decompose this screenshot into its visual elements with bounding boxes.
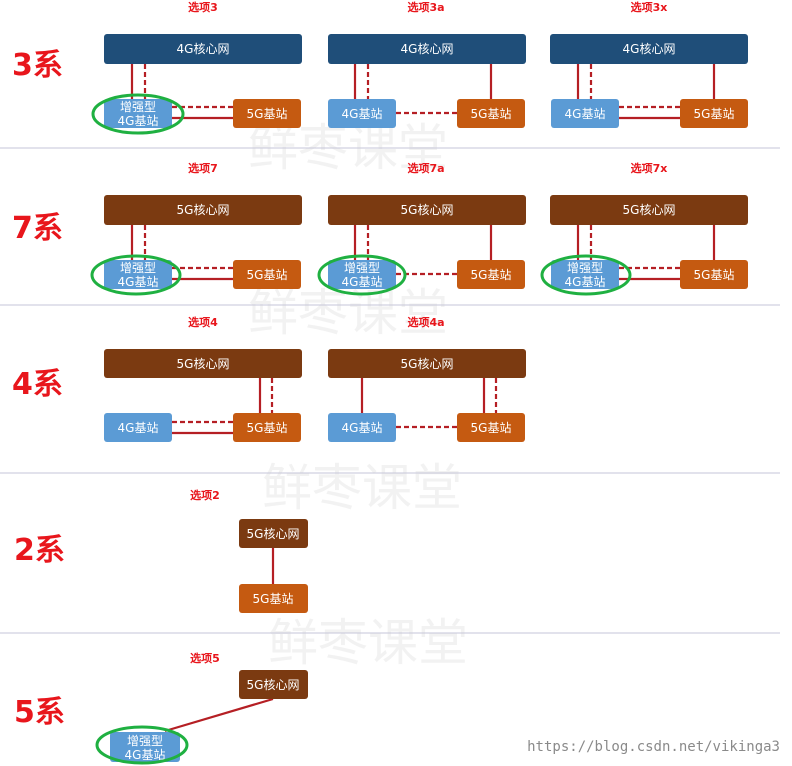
series-label-2: 2系	[14, 533, 65, 568]
station-label: 5G基站	[247, 268, 288, 282]
station-label: 4G基站	[342, 107, 383, 121]
station-5g	[457, 260, 525, 289]
enhanced-label: 4G基站	[342, 275, 383, 289]
enhanced-4g-station	[104, 260, 172, 289]
option-7-diagram: 5G核心网 增强型 4G基站 5G基站	[90, 195, 302, 296]
station-5g	[457, 413, 525, 442]
station-5g	[233, 413, 301, 442]
station-5g	[233, 260, 301, 289]
core-network-4g	[104, 34, 302, 64]
watermark: 鲜枣课堂	[268, 614, 468, 672]
core-network-label: 5G核心网	[247, 678, 300, 692]
option-label-3: 选项3	[188, 0, 218, 14]
enhanced-4g-station	[110, 732, 180, 762]
station-label: 5G基站	[694, 268, 735, 282]
core-network-label: 4G核心网	[401, 42, 454, 56]
enhanced-label: 4G基站	[565, 275, 606, 289]
user-plane-link	[164, 697, 274, 733]
core-network-4g	[328, 34, 526, 64]
option-5-diagram: 5G核心网 增强型 4G基站	[95, 670, 308, 765]
station-5g	[680, 99, 748, 128]
enhanced-4g-station	[104, 99, 172, 128]
enhanced-highlight-ring	[90, 254, 182, 296]
station-5g	[233, 99, 301, 128]
option-label-7x: 选项7x	[631, 161, 668, 175]
option-3x-diagram: 4G核心网 4G基站 5G基站	[550, 34, 748, 128]
option-4a-diagram: 5G核心网 4G基站 5G基站	[328, 349, 526, 442]
core-network-5g	[104, 349, 302, 378]
station-5g	[457, 99, 525, 128]
station-label: 5G基站	[247, 421, 288, 435]
series-label-3: 3系	[12, 48, 63, 83]
station-label: 5G基站	[253, 592, 294, 606]
enhanced-label: 增强型	[567, 261, 603, 275]
enhanced-highlight-ring	[95, 725, 189, 765]
station-label: 5G基站	[471, 268, 512, 282]
source-credit: https://blog.csdn.net/vikinga3	[527, 739, 780, 755]
station-label: 5G基站	[471, 107, 512, 121]
enhanced-label: 4G基站	[125, 748, 166, 762]
option-label-7: 选项7	[188, 161, 218, 175]
option-label-3a: 选项3a	[407, 0, 444, 14]
station-label: 5G基站	[694, 107, 735, 121]
core-network-label: 5G核心网	[177, 357, 230, 371]
station-4g	[328, 99, 396, 128]
option-label-5: 选项5	[190, 651, 220, 665]
core-network-5g	[239, 519, 308, 548]
core-network-5g	[239, 670, 308, 699]
station-label: 4G基站	[342, 421, 383, 435]
option-3-diagram: 4G核心网 增强型 4G基站 5G基站	[91, 34, 302, 135]
option-7a-diagram: 5G核心网 增强型 4G基站 5G基站	[317, 195, 526, 296]
enhanced-highlight-ring	[540, 254, 632, 296]
core-network-label: 5G核心网	[401, 357, 454, 371]
enhanced-highlight-ring	[317, 254, 407, 296]
enhanced-label: 4G基站	[118, 114, 159, 128]
core-network-label: 5G核心网	[247, 527, 300, 541]
enhanced-4g-station	[328, 260, 396, 289]
station-label: 5G基站	[471, 421, 512, 435]
station-label: 4G基站	[565, 107, 606, 121]
core-network-5g	[104, 195, 302, 225]
station-label: 5G基站	[247, 107, 288, 121]
option-label-7a: 选项7a	[407, 161, 444, 175]
station-label: 4G基站	[118, 421, 159, 435]
core-network-label: 5G核心网	[177, 203, 230, 217]
enhanced-label: 增强型	[344, 261, 380, 275]
enhanced-label: 增强型	[127, 734, 163, 748]
option-label-4a: 选项4a	[407, 315, 444, 329]
core-network-5g	[328, 349, 526, 378]
core-network-label: 5G核心网	[401, 203, 454, 217]
core-network-5g	[328, 195, 526, 225]
station-4g	[104, 413, 172, 442]
option-2-diagram: 5G核心网 5G基站	[239, 519, 308, 613]
watermark: 鲜枣课堂	[262, 459, 462, 517]
station-5g	[239, 584, 308, 613]
enhanced-label: 增强型	[120, 261, 156, 275]
option-3a-diagram: 4G核心网 4G基站 5G基站	[328, 34, 526, 128]
station-5g	[680, 260, 748, 289]
option-label-4: 选项4	[188, 315, 218, 329]
station-4g	[328, 413, 396, 442]
option-label-2: 选项2	[190, 488, 220, 502]
core-network-4g	[550, 34, 748, 64]
option-7x-diagram: 5G核心网 增强型 4G基站 5G基站	[540, 195, 748, 296]
enhanced-label: 4G基站	[118, 275, 159, 289]
core-network-label: 5G核心网	[623, 203, 676, 217]
series-label-7: 7系	[12, 211, 63, 246]
core-network-5g	[550, 195, 748, 225]
station-4g	[551, 99, 619, 128]
series-label-5: 5系	[14, 695, 65, 730]
enhanced-4g-station	[551, 260, 619, 289]
enhanced-label: 增强型	[120, 100, 156, 114]
option-label-3x: 选项3x	[631, 0, 668, 14]
option-4-diagram: 5G核心网 4G基站 5G基站	[104, 349, 302, 442]
enhanced-highlight-ring	[91, 93, 185, 135]
core-network-label: 4G核心网	[177, 42, 230, 56]
core-network-label: 4G核心网	[623, 42, 676, 56]
series-label-4: 4系	[12, 367, 63, 402]
